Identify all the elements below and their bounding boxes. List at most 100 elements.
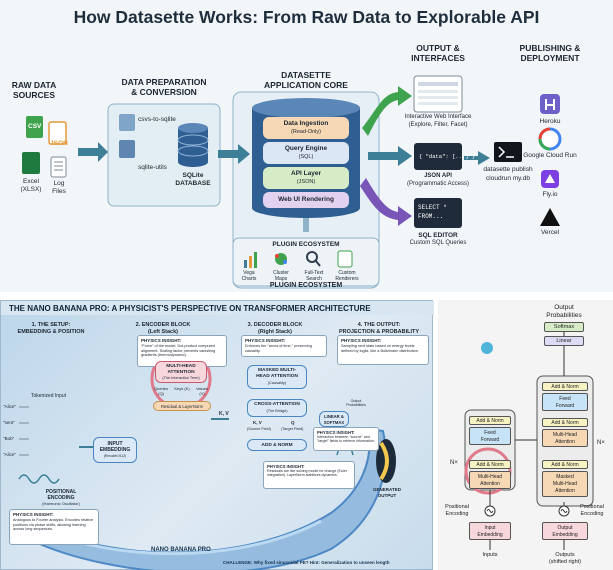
tf-enc-feed-forward: Feed Forward xyxy=(469,427,511,445)
tf-enc-mha: Multi-Head Attention xyxy=(469,471,511,489)
queries-label: Queries (Q) xyxy=(153,386,168,396)
flyio-label: Fly.io xyxy=(542,191,558,198)
sqlite-database-icon xyxy=(177,123,209,167)
insight-cross-box: PHYSICS INSIGHT: Interaction between "so… xyxy=(313,427,379,451)
arrow-raw-to-prep xyxy=(78,142,108,162)
nano-banana-brand: NANO BANANA PRO xyxy=(151,547,211,553)
vega-charts-icon xyxy=(244,260,247,268)
publish-cmd-line1: datasette publish xyxy=(483,166,533,173)
log-label-line1: Log xyxy=(53,180,65,187)
transformer-diagram: Output Probabilities Softmax Linear Add … xyxy=(438,300,613,570)
custom-renderers-icon xyxy=(337,250,353,268)
plugin-footer: PLUGIN ECOSYSTEM xyxy=(269,282,343,289)
sql-editor-line2: Custom SQL Queries xyxy=(409,240,467,246)
arrow-api-to-publish xyxy=(464,151,490,165)
arrow-prep-to-core xyxy=(218,144,250,164)
token-1: "sent" xyxy=(3,420,15,425)
csvs-to-sqlite-label: csvs-to-sqlite xyxy=(138,116,176,123)
arrow-core-to-api xyxy=(368,146,412,166)
q-target-label: Q xyxy=(291,420,295,425)
insight-residual-box: PHYSICS INSIGHT: Residuals are like solv… xyxy=(263,461,355,489)
plugin-vega-line2: Charts xyxy=(241,276,257,282)
tf-output-embedding: Output Embedding xyxy=(542,522,588,540)
section2-line1: 2. ENCODER BLOCK xyxy=(135,322,191,328)
section4-line1: 4. THE OUTPUT: xyxy=(357,322,401,328)
tf-pos-enc-left-line2: Encoding xyxy=(445,511,469,517)
section2-line2: (Left Stack) xyxy=(148,329,178,335)
layer-data-ingestion: Data Ingestion (Read-Only) xyxy=(263,117,349,139)
tf-nx-left: N× xyxy=(450,460,458,466)
json-api-line2: (Programmatic Access) xyxy=(406,181,469,187)
full-text-search-icon xyxy=(306,251,318,263)
web-interface-line1: Interactive Web Interface xyxy=(404,114,472,120)
plugin-renderers-line1: Custom xyxy=(338,270,356,276)
tf-enc-addnorm-top: Add & Norm xyxy=(469,416,511,425)
publish-cmd-line2: cloudrun my.db xyxy=(486,175,530,182)
tf-pos-enc-right-line2: Encoding xyxy=(580,511,604,517)
masked-attention-box: MASKED MULTI- HEAD ATTENTION (Causality) xyxy=(247,365,307,389)
tf-dec-addnorm-top: Add & Norm xyxy=(542,382,588,391)
tf-dec-masked-mha: Masked Multi-Head Attention xyxy=(542,471,588,497)
token-3: "Alice" xyxy=(3,452,16,457)
multi-head-attention-box: MULTI-HEAD ATTENTION (The Interaction Te… xyxy=(155,361,207,383)
json-api-line1: JSON API xyxy=(424,173,452,179)
globe-icon xyxy=(481,342,493,354)
source-field-label: (Source Field) xyxy=(247,427,271,431)
tf-output-prob-line1: Output xyxy=(554,304,574,311)
section1-line2: EMBEDDING & POSITION xyxy=(17,329,85,335)
add-norm-box: ADD & NORM xyxy=(247,439,307,451)
positional-label-line3: (Harmonic Oscillator) xyxy=(42,501,80,506)
excel-label-line2: (XLSX) xyxy=(20,186,42,193)
csv-label: CSV xyxy=(28,123,42,130)
infographic-graphics xyxy=(1,301,434,570)
datasette-diagram: How Datasette Works: From Raw Data to Ex… xyxy=(0,0,613,292)
positional-label-line2: ENCODING xyxy=(47,495,75,501)
vercel-label: Vercel xyxy=(540,229,560,236)
sqlite-utils-icon xyxy=(119,140,135,158)
sql-editor-line1: SQL EDITOR xyxy=(418,232,458,239)
tf-dec-addnorm-bottom: Add & Norm xyxy=(542,460,588,469)
kv-arrow-label: K, V xyxy=(219,411,229,417)
arrow-core-to-sql xyxy=(360,178,412,226)
values-label: Values (V) xyxy=(196,386,208,396)
raw-header-line2: SOURCES xyxy=(12,90,56,100)
plugin-fts-line1: Full-Text xyxy=(304,270,324,276)
arrow-core-to-web xyxy=(362,86,412,136)
datasette-graphics xyxy=(22,75,562,289)
plugin-cluster-line1: Cluster xyxy=(273,270,289,276)
infographic-title: THE NANO BANANA PRO: A PHYSICIST'S PERSP… xyxy=(9,304,371,313)
publishing-header-line2: DEPLOYMENT xyxy=(520,53,580,63)
tf-dec-feed-forward: Feed Forward xyxy=(542,393,588,411)
tf-nx-right: N× xyxy=(597,440,605,446)
insight-decoder-box: PHYSICS INSIGHT: Enforces the "arrow of … xyxy=(241,335,327,357)
plugin-cluster-line2: Maps xyxy=(274,276,288,282)
raw-header-line1: RAW DATA xyxy=(11,80,57,90)
cross-attention-box: CROSS-ATTENTION (The Bridge) xyxy=(247,399,307,417)
tf-output-prob-line2: Probabilities xyxy=(546,312,582,319)
plugin-title: PLUGIN ECOSYSTEM xyxy=(272,241,340,248)
json-code: { "data": [...] } xyxy=(419,153,476,160)
sqlite-db-line2: DATABASE xyxy=(175,180,211,187)
page-title: How Datasette Works: From Raw Data to Ex… xyxy=(73,7,540,27)
nano-banana-infographic: THE NANO BANANA PRO: A PHYSICIST'S PERSP… xyxy=(0,300,434,570)
tf-inputs-label: Inputs xyxy=(482,552,498,558)
prep-header-line1: DATA PREPARATION xyxy=(121,77,207,87)
residual-layernorm-box: Residual & LayerNorm xyxy=(153,401,211,411)
heroku-label: Heroku xyxy=(539,118,561,125)
target-field-label: (Target Field) xyxy=(281,427,304,431)
web-interface-thumbnail xyxy=(413,75,463,113)
tf-linear-box: Linear xyxy=(544,336,584,346)
publishing-header-line1: PUBLISHING & xyxy=(519,43,581,53)
json-file-icon xyxy=(48,121,67,145)
sqlite-db-line1: SQLite xyxy=(182,172,204,179)
tf-pos-enc-right-line1: Positional xyxy=(580,504,604,510)
web-interface-line2: (Explore, Filter, Facet) xyxy=(408,122,468,128)
token-2: "Bob" xyxy=(3,436,15,441)
token-0: "Alice" xyxy=(3,404,16,409)
sql-code-line1: SELECT * xyxy=(418,204,447,211)
insight-output-box: PHYSICS INSIGHT: Sampling next state bas… xyxy=(337,335,429,365)
output-header-line2: INTERFACES xyxy=(411,53,465,63)
section3-line2: (Right Stack) xyxy=(258,329,292,335)
transformer-comparison: THE NANO BANANA PRO: A PHYSICIST'S PERSP… xyxy=(0,300,613,570)
